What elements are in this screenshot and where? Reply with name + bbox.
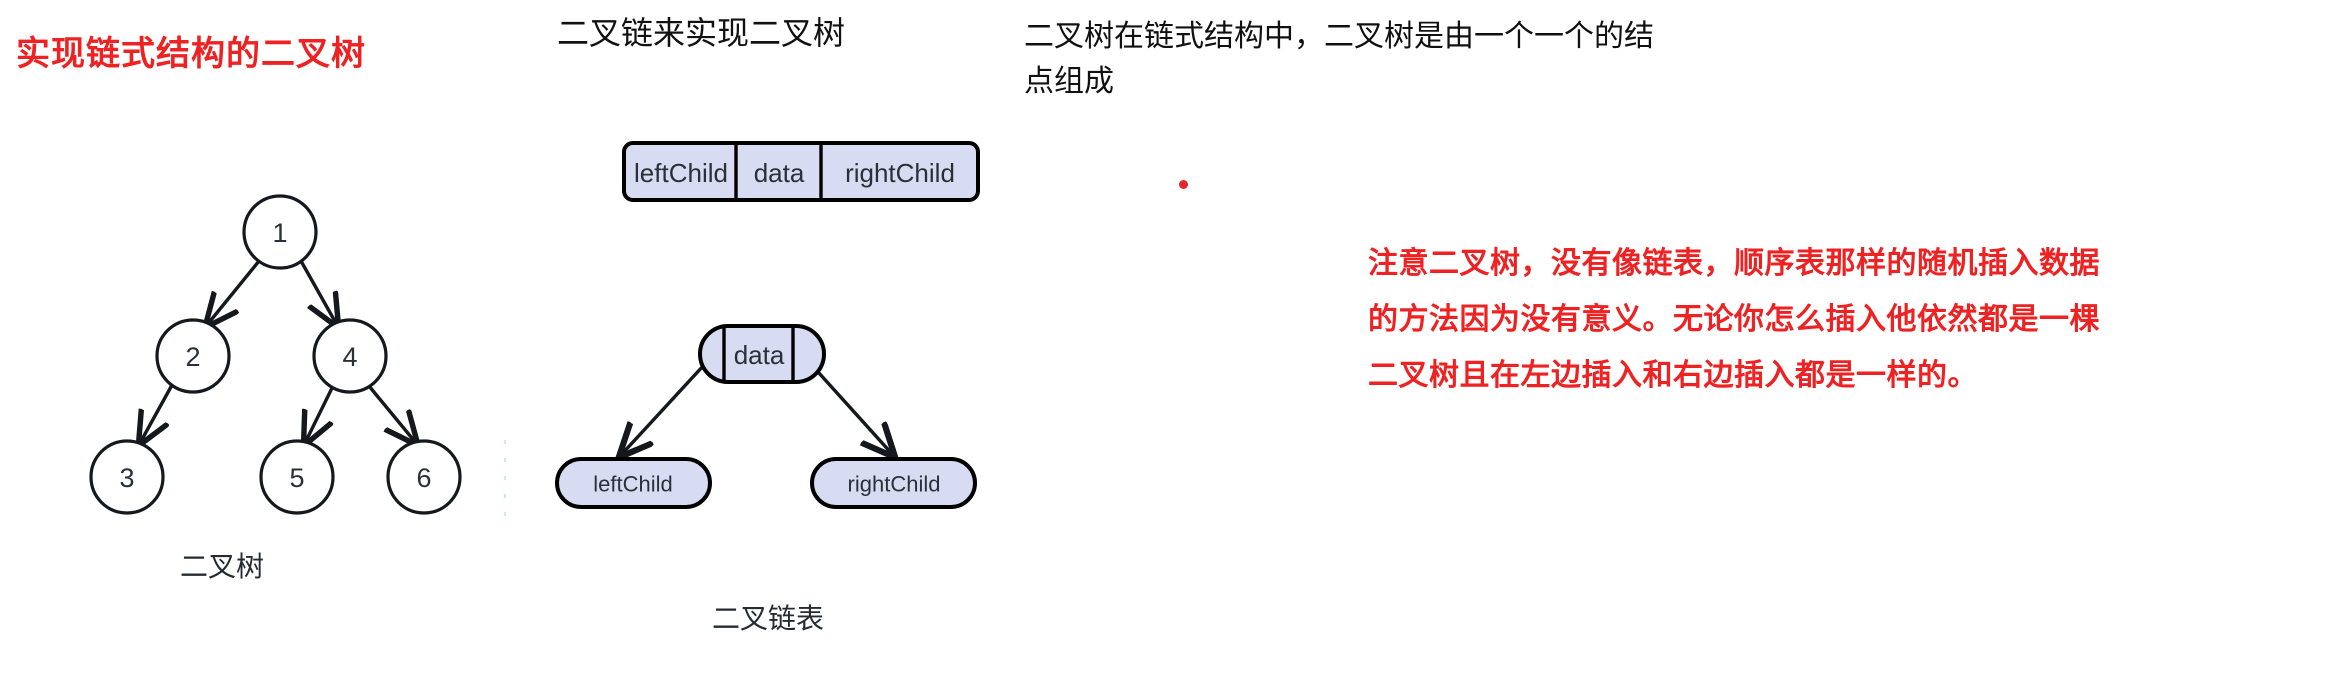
tree-node-circle [259,439,335,515]
linked-right-child-label: rightChild [848,472,941,497]
red-paragraph-line-3: 二叉树且在左边插入和右边插入都是一样的。 [1368,359,1978,392]
red-dot-marker [1179,180,1188,189]
tree-node-6[interactable]: 6 [386,439,462,515]
node-struct-box[interactable]: leftChild data rightChild [622,141,980,202]
tree-node-circle [386,439,462,515]
tree-node-label: 5 [289,463,304,493]
red-paragraph-line-1: 注意二叉树，没有像链表，顺序表那样的随机插入数据 [1368,247,2100,280]
node-struct-cell-leftchild: leftChild [634,158,728,188]
binary-tree-diagram: 1 2 4 3 5 6 [89,194,506,530]
tree-node-4[interactable]: 4 [312,318,388,394]
tree-node-label: 6 [416,463,431,493]
linked-right-child-outline [810,457,977,509]
linked-parent-data-label: data [734,340,785,370]
linked-left-child-outline [555,457,712,509]
tree-node-circle [242,194,318,270]
node-struct-box-outline [622,141,980,202]
binary-linked-list-caption: 二叉链表 [712,603,825,634]
red-annotation-paragraph: 注意二叉树，没有像链表，顺序表那样的随机插入数据 的方法因为没有意义。无论你怎么… [1368,236,2288,404]
tree-node-3[interactable]: 3 [89,439,165,515]
tree-node-5[interactable]: 5 [259,439,335,515]
right-note-line-2: 点组成 [1024,65,1114,98]
linked-right-child-node[interactable]: rightChild [810,457,977,509]
linked-node-diagram: leftChild data rightChild data leftChild… [555,141,980,509]
right-note-line-1: 二叉树在链式结构中，二叉树是由一个一个的结 [1024,20,1654,53]
linked-left-child-node[interactable]: leftChild [555,457,712,509]
linked-left-child-label: leftChild [593,472,672,497]
tree-node-label: 3 [119,463,134,493]
tree-edge-1-4 [299,260,337,325]
tree-node-circle [155,318,231,394]
tree-node-label: 1 [272,218,287,248]
tree-node-label: 4 [342,342,357,372]
tree-edge-4-6 [367,384,416,443]
tree-node-circle [312,318,388,394]
tree-node-label: 2 [185,342,200,372]
page-title: 实现链式结构的二叉树 [16,35,366,73]
tree-edges [140,259,416,443]
linked-edge-left [621,350,718,455]
tree-node-1[interactable]: 1 [242,194,318,270]
tree-node-circle [89,439,165,515]
linked-parent-node[interactable]: data [698,324,826,384]
red-paragraph-line-2: 的方法因为没有意义。无论你怎么插入他依然都是一棵 [1368,303,2100,336]
tree-edge-1-2 [207,259,261,325]
node-struct-cell-rightchild: rightChild [845,158,955,188]
node-struct-cell-data: data [754,158,805,188]
binary-tree-caption: 二叉树 [180,551,265,582]
tree-edge-4-5 [305,385,335,443]
tree-edge-2-3 [140,384,174,443]
center-section-title: 二叉链来实现二叉树 [557,15,846,51]
tree-node-2[interactable]: 2 [155,318,231,394]
right-note-text: 二叉树在链式结构中，二叉树是由一个一个的结 点组成 [1024,14,1784,104]
